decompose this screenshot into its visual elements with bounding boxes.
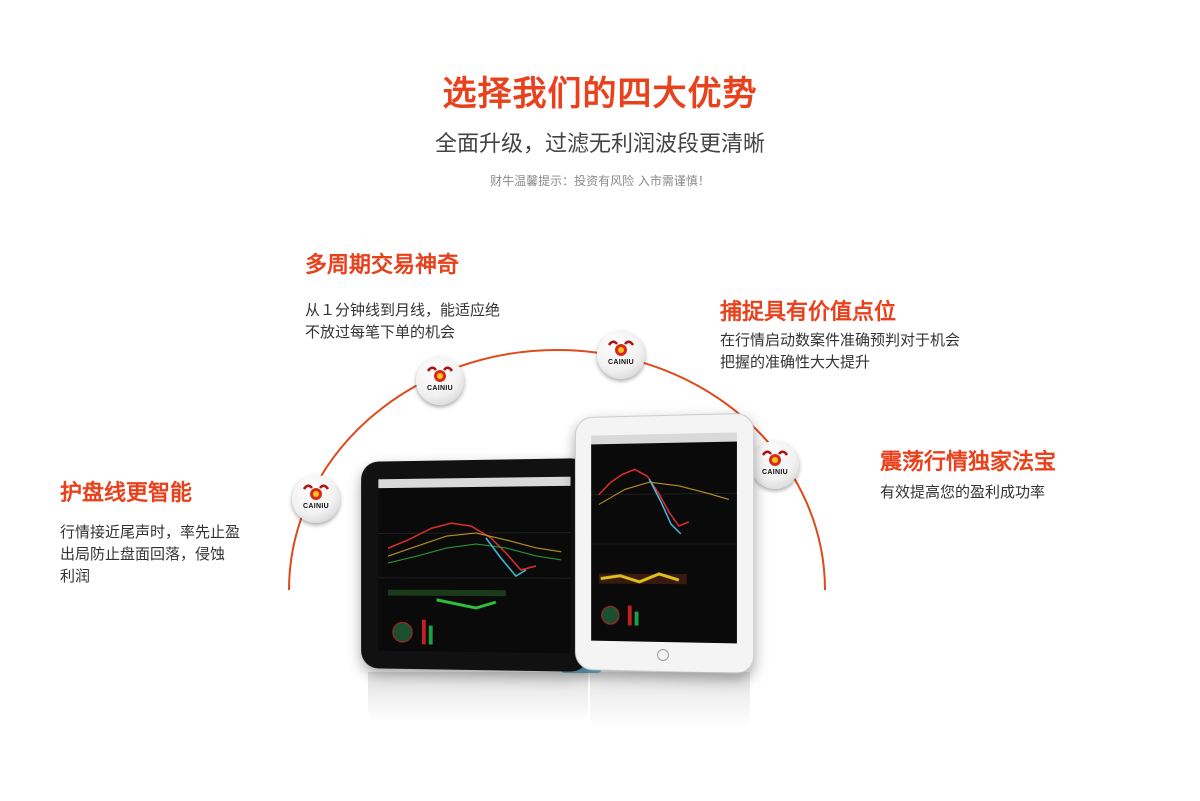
feature-title-oscillation: 震荡行情独家法宝 bbox=[880, 450, 1057, 475]
bull-logo-icon: CAINIU bbox=[751, 441, 799, 489]
bull-logo-icon: CAINIU bbox=[597, 331, 645, 379]
tablet-left bbox=[361, 458, 589, 672]
feature-title-multi-period: 多周期交易神奇 bbox=[305, 253, 460, 278]
feature-title-value-points: 捕捉具有价值点位 bbox=[720, 300, 897, 325]
feature-desc-oscillation: 有效提高您的盈利成功率 bbox=[880, 483, 1046, 501]
feature-desc-multi-period: 从１分钟线到月线，能适应绝 不放过每笔下单的机会 bbox=[305, 301, 501, 341]
feature-desc-guard-line: 行情接近尾声时，率先止盈 出局防止盘面回落，侵蚀 利润 bbox=[60, 523, 241, 585]
risk-notice: 财牛温馨提示：投资有风险 入市需谨慎！ bbox=[490, 174, 710, 188]
tablet-left-screen bbox=[378, 476, 571, 654]
tablet-right bbox=[574, 412, 755, 675]
tablet-right-screen bbox=[591, 432, 737, 644]
tablet-left-reflection bbox=[368, 672, 588, 722]
bull-logo-icon: CAINIU bbox=[292, 475, 340, 523]
bull-logo-icon: CAINIU bbox=[416, 357, 464, 405]
feature-title-guard-line: 护盘线更智能 bbox=[60, 481, 193, 506]
page-subtitle: 全面升级，过滤无利润波段更清晰 bbox=[434, 132, 765, 157]
home-button-icon bbox=[657, 648, 669, 662]
tablet-right-reflection bbox=[590, 672, 750, 727]
page-title: 选择我们的四大优势 bbox=[442, 74, 758, 114]
feature-desc-value-points: 在行情启动数案件准确预判对于机会 把握的准确性大大提升 bbox=[720, 331, 961, 371]
